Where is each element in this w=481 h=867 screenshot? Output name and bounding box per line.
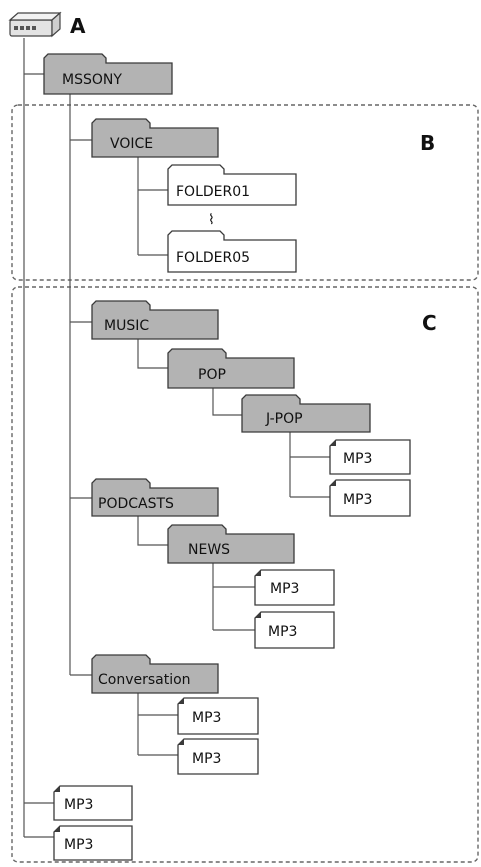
folder-label: POP (198, 367, 226, 383)
file-mp3-root-1: MP3 (53, 785, 133, 821)
folder-label: NEWS (188, 542, 230, 558)
folder-folder01: FOLDER01 (167, 164, 297, 206)
folder-folder05: FOLDER05 (167, 230, 297, 273)
group-b-box (11, 104, 479, 281)
file-mp3-news-1: MP3 (254, 569, 335, 606)
folder-label: FOLDER05 (176, 250, 250, 266)
folder-label: MUSIC (104, 318, 149, 334)
folder-label: J-POP (265, 411, 303, 427)
folder-label: VOICE (110, 136, 153, 152)
folder-voice: VOICE (91, 118, 219, 158)
storage-device-icon (8, 11, 62, 38)
folder-pop: POP (167, 348, 295, 389)
label-c: C (422, 311, 437, 335)
file-mp3-jpop-1: MP3 (329, 439, 411, 475)
folder-label: FOLDER01 (176, 184, 250, 200)
file-mp3-conversation-1: MP3 (177, 697, 259, 735)
folder-label: Conversation (98, 672, 191, 688)
folder-mssony: MSSONY (43, 53, 173, 95)
folder-news: NEWS (167, 524, 295, 564)
label-a: A (70, 14, 86, 38)
tree-connectors (23, 38, 330, 838)
file-label: MP3 (192, 710, 221, 726)
folder-conversation: Conversation (91, 654, 219, 694)
group-c-box (11, 286, 479, 863)
label-b: B (420, 131, 435, 155)
file-mp3-conversation-2: MP3 (177, 738, 259, 775)
file-label: MP3 (270, 581, 299, 597)
file-label: MP3 (268, 624, 297, 640)
folder-label: PODCASTS (98, 496, 174, 512)
folder-podcasts: PODCASTS (91, 478, 219, 517)
file-mp3-news-2: MP3 (254, 611, 335, 649)
file-mp3-jpop-2: MP3 (329, 479, 411, 517)
ellipsis-mark: ⌇ (208, 212, 215, 228)
file-label: MP3 (64, 837, 93, 853)
file-mp3-root-2: MP3 (53, 825, 133, 861)
file-label: MP3 (343, 451, 372, 467)
file-label: MP3 (64, 797, 93, 813)
folder-music: MUSIC (91, 300, 219, 340)
file-label: MP3 (343, 492, 372, 508)
folder-label: MSSONY (62, 72, 122, 88)
file-label: MP3 (192, 751, 221, 767)
folder-jpop: J-POP (241, 394, 371, 433)
